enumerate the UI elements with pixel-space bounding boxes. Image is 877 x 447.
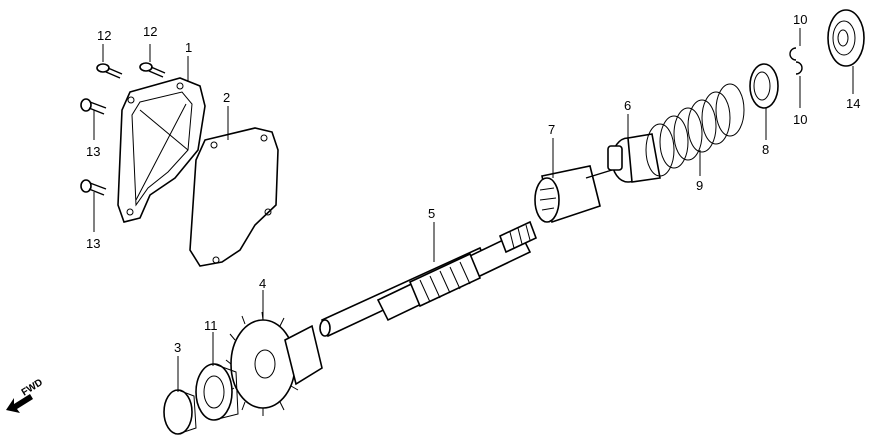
callout-14: 14	[846, 96, 860, 111]
circlip-10-lower	[795, 61, 803, 75]
callout-4: 4	[259, 276, 266, 291]
callout-10-lower: 10	[793, 112, 807, 127]
leader-lines	[93, 28, 854, 392]
shift-part-6	[585, 133, 661, 183]
cap-3	[163, 389, 197, 435]
callout-12-right: 12	[143, 24, 157, 39]
callout-13-upper: 13	[86, 144, 100, 159]
gear-4	[225, 311, 323, 416]
callout-5: 5	[428, 206, 435, 221]
sleeve-7	[534, 165, 601, 224]
bolt-13-lower	[80, 179, 107, 196]
callout-12-left: 12	[97, 28, 111, 43]
callout-10-upper: 10	[793, 12, 807, 27]
washer-8	[749, 63, 779, 109]
fwd-arrow-icon	[6, 394, 33, 413]
callout-3: 3	[174, 340, 181, 355]
callout-7: 7	[548, 122, 555, 137]
spring-9	[645, 83, 745, 177]
bearing-11	[195, 363, 239, 421]
callout-1: 1	[185, 40, 192, 55]
bolt-13-upper	[80, 98, 107, 115]
bolt-12-right	[139, 62, 166, 78]
circlip-10-upper	[789, 47, 797, 61]
callout-11: 11	[204, 318, 218, 333]
cover-plate-2	[189, 127, 279, 267]
bolt-12-left	[96, 63, 123, 79]
callout-8: 8	[762, 142, 769, 157]
callout-9: 9	[696, 178, 703, 193]
shaft-5	[319, 220, 538, 338]
bearing-14	[827, 9, 865, 67]
fwd-label: FWD	[20, 377, 45, 398]
callout-2: 2	[223, 90, 230, 105]
callout-13-lower: 13	[86, 236, 100, 251]
cover-plate-1	[117, 77, 206, 223]
callout-6: 6	[624, 98, 631, 113]
